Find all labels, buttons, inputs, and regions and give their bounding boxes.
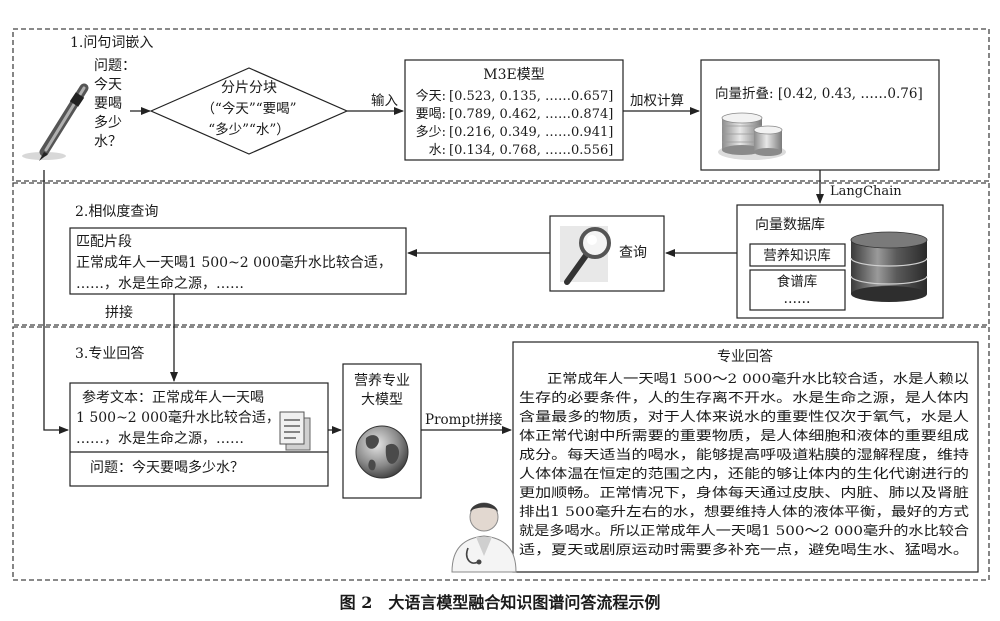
reference-line: 参考文本：正常成年人一天喝 bbox=[82, 389, 264, 406]
split-title: 分片分块 bbox=[221, 80, 277, 96]
m3e-title: M3E模型 bbox=[483, 67, 544, 83]
document-icon bbox=[279, 411, 311, 451]
question-text: 问题： 今天 要喝 多少 水？ bbox=[94, 58, 136, 150]
label-input: 输入 bbox=[371, 93, 398, 109]
lib-recipe: 食谱库 bbox=[777, 273, 818, 290]
label-concat: 拼接 bbox=[105, 304, 133, 321]
reference-question: 问题：今天要喝多少水？ bbox=[90, 459, 244, 476]
answer-body: 正常成年人一天喝1 500～2 000毫升水比较合适，水是人赖以 生存的必要条件… bbox=[519, 370, 969, 558]
section-title-2: 2.相似度查询 bbox=[75, 204, 158, 220]
vectordb-title: 向量数据库 bbox=[755, 217, 825, 233]
question-line: 问题： bbox=[94, 58, 136, 74]
reference-line: 1 500~2 000毫升水比较合适， bbox=[76, 409, 280, 426]
match-line: 正常成年人一天喝1 500~2 000毫升水比较合适， bbox=[76, 254, 392, 271]
reference-line: ……，水是生命之源，…… bbox=[76, 430, 244, 447]
m3e-row-key: 多少: bbox=[416, 124, 446, 140]
llm-title: 大模型 bbox=[361, 392, 403, 408]
pen-icon bbox=[22, 83, 89, 161]
question-line: 多少 bbox=[94, 114, 122, 131]
m3e-row-value: [0.216, 0.349, ……0.941] bbox=[449, 125, 613, 140]
globe-icon bbox=[355, 425, 409, 479]
m3e-row-value: [0.134, 0.768, ……0.556] bbox=[449, 143, 613, 158]
m3e-row-key: 水: bbox=[429, 143, 446, 158]
question-line: 要喝 bbox=[94, 96, 122, 112]
lib-recipe-box bbox=[749, 269, 846, 311]
answer-line: 适，夏天或剧原运动时需要多补充一点，避免喝生水、猛喝水。 bbox=[519, 541, 969, 558]
section-frame-3 bbox=[12, 326, 990, 581]
answer-title: 专业回答 bbox=[717, 348, 773, 365]
lib-more: …… bbox=[784, 291, 811, 307]
vector-text: 向量折叠: [0.42, 0.43, ……0.76] bbox=[715, 86, 923, 102]
arrow-question-to-reference bbox=[43, 170, 69, 434]
answer-box bbox=[512, 341, 979, 573]
question-line: 今天 bbox=[94, 77, 122, 93]
section-frame-2 bbox=[12, 182, 990, 326]
split-line: （“今天”“要喝” bbox=[201, 101, 296, 117]
m3e-box bbox=[404, 59, 624, 161]
answer-line: 就是多喝水。所以正常成年人一天喝1 500～2 000毫升的水比较合 bbox=[519, 522, 969, 539]
answer-line: 含量最多的物质，对于人体来说水的重要性仅次于氧气，水是人 bbox=[519, 408, 969, 425]
doctor-icon bbox=[451, 502, 517, 573]
answer-line: 人体体温在恒定的范围之内，还能的够让体内的生化代谢进行的 bbox=[519, 466, 969, 482]
answer-line: 体正常代谢中所需要的重要物质，是人体细胞和液体的重要组成 bbox=[519, 428, 969, 444]
answer-line: 更加顺畅。正常情况下，身体每天通过皮肤、内脏、肺以及肾脏 bbox=[519, 485, 969, 501]
m3e-row-key: 要喝: bbox=[416, 107, 446, 122]
section-frame-1 bbox=[12, 28, 990, 182]
label-weighted: 加权计算 bbox=[630, 92, 684, 109]
magnifier-icon bbox=[560, 226, 611, 285]
match-title: 匹配片段 bbox=[76, 234, 132, 250]
m3e-row-value: [0.789, 0.462, ……0.874] bbox=[449, 107, 613, 122]
match-box bbox=[69, 227, 407, 295]
split-line: “多少”“水”） bbox=[208, 121, 290, 138]
database-icon bbox=[850, 231, 928, 302]
match-line: ……，水是生命之源，…… bbox=[76, 275, 244, 292]
section-title-3: 3.专业回答 bbox=[75, 345, 144, 362]
lib-nutrition: 营养知识库 bbox=[763, 247, 831, 264]
figure-caption: 图 2 大语言模型融合知识图谱问答流程示例 bbox=[340, 593, 661, 612]
label-langchain: LangChain bbox=[830, 184, 902, 199]
coin-stack-icon bbox=[718, 112, 786, 160]
m3e-row-key: 今天: bbox=[416, 88, 446, 104]
label-prompt: Prompt拼接 bbox=[425, 411, 503, 428]
llm-title: 营养专业 bbox=[354, 373, 410, 389]
answer-line: 排出1 500毫升左右的水，想要维持人体的液体平衡，最好的方式 bbox=[519, 503, 969, 520]
section-title-1: 1.问句词嵌入 bbox=[70, 35, 153, 51]
label-query: 查询 bbox=[619, 245, 647, 261]
lib-nutrition-box bbox=[749, 243, 846, 267]
m3e-row-value: [0.523, 0.135, ……0.657] bbox=[449, 89, 613, 104]
answer-line: 正常成年人一天喝1 500～2 000毫升水比较合适，水是人赖以 bbox=[547, 370, 969, 387]
answer-line: 生存的必要条件，人的生存离不开水。水是生命之源，是人体内 bbox=[519, 389, 969, 406]
answer-line: 成分。每天适当的喝水，能够提高呼吸道粘膜的湿解程度，维持 bbox=[519, 446, 969, 463]
question-line: 水？ bbox=[94, 134, 122, 150]
